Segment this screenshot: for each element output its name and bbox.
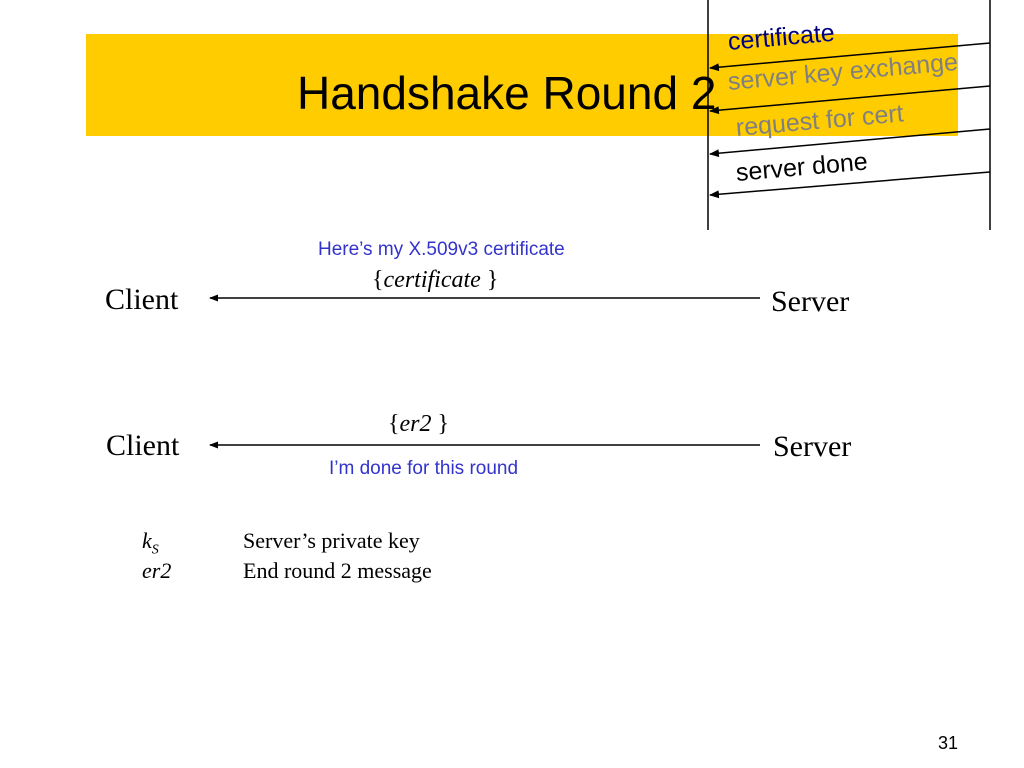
exchange2-caption: I’m done for this round — [329, 458, 519, 479]
exchange1-open-brace: { — [372, 267, 384, 293]
exchange1-client-label: Client — [105, 283, 179, 316]
legend-meaning-er2: End round 2 message — [243, 558, 432, 583]
slide-title: Handshake Round 2 — [297, 67, 717, 119]
exchange1-message: {certificate } — [372, 268, 498, 292]
exchange1-caption: Here’s my X.509v3 certificate — [318, 239, 565, 260]
exchange1-server-label: Server — [771, 285, 850, 318]
legend-symbol-ks: kS — [142, 530, 159, 557]
mini-arrow-server-done — [709, 171, 991, 199]
mini-arrow-request-for-cert — [709, 128, 991, 158]
exchange2-message-text: er2 — [399, 411, 432, 437]
exchange2-server-label: Server — [773, 430, 852, 463]
legend-meaning-ks: Server’s private key — [243, 528, 420, 553]
page-number: 31 — [938, 733, 959, 753]
mini-arrow-certificate — [709, 42, 991, 72]
exchange1-close-brace: } — [480, 267, 499, 293]
legend-symbol-er2: er2 — [142, 560, 171, 582]
exchange2-client-label: Client — [106, 429, 180, 462]
exchange1-message-text: certificate — [383, 267, 481, 293]
legend-symbol-ks-subscript: S — [151, 542, 159, 558]
legend-symbol-ks-base: k — [142, 528, 152, 553]
title-band — [86, 34, 958, 136]
exchange2-message: {er2 } — [388, 412, 449, 436]
legend-symbol-er2-base: er2 — [142, 558, 172, 583]
exchange2-close-brace: } — [431, 411, 450, 437]
mini-arrow-server-key-exchange — [709, 85, 991, 115]
exchange2-open-brace: { — [388, 411, 400, 437]
